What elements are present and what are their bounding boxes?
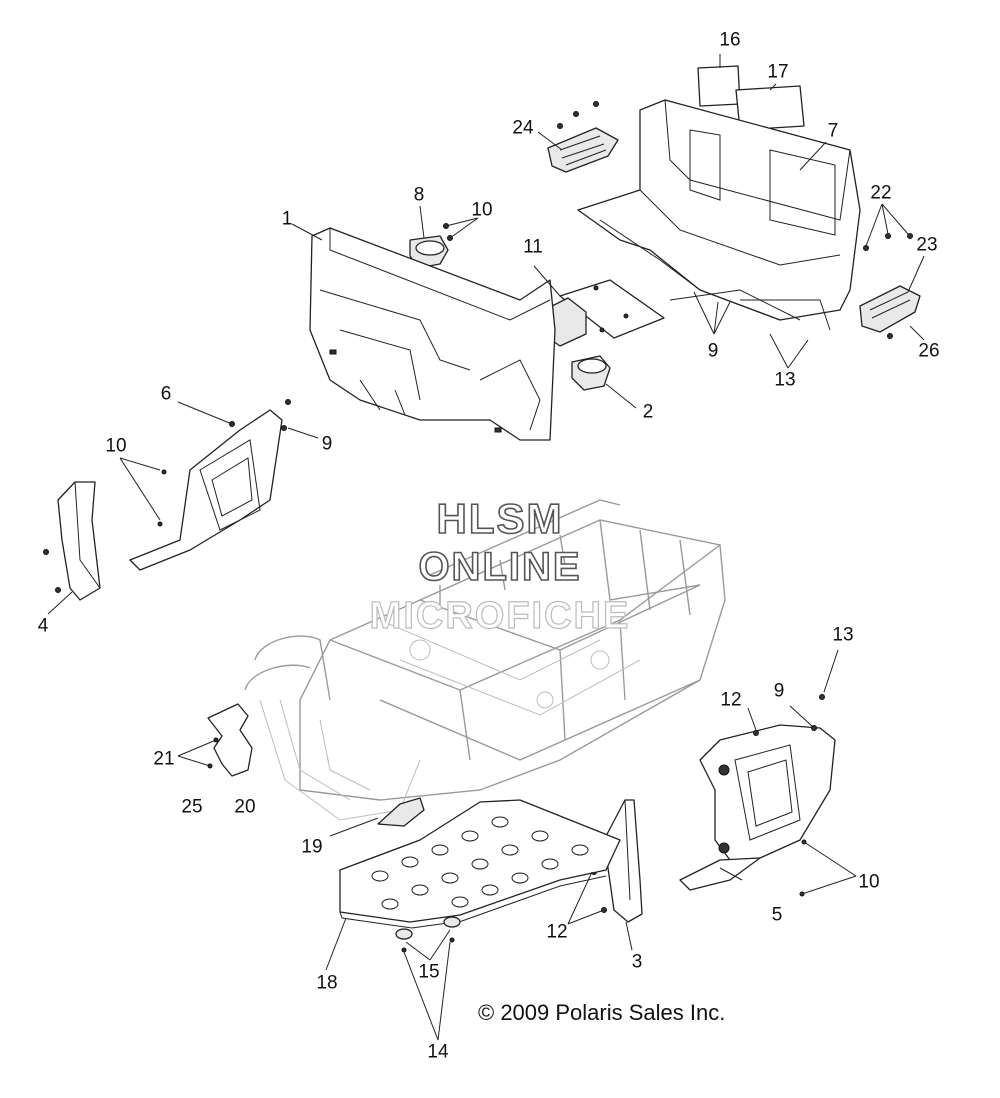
callout-23: 23 [916,234,938,256]
post-4 [43,481,101,601]
gasket-20 [207,703,253,777]
cup-holder-8 [409,223,453,269]
callout-25: 25 [181,796,203,818]
bracket-24 [547,101,619,173]
callout-21: 21 [153,748,175,770]
callout-8: 8 [413,184,425,206]
callout-13-right: 13 [832,624,854,646]
copyright-notice: © 2009 Polaris Sales Inc. [478,1000,726,1025]
callout-26: 26 [918,340,940,362]
callout-13-top: 13 [774,369,796,391]
callout-10-right: 10 [858,871,880,893]
cup-holder-2 [571,355,611,391]
callout-22: 22 [870,182,892,204]
callout-12-right: 12 [720,689,742,711]
watermark-line-1: HLSM [436,495,564,542]
callout-3: 3 [631,951,643,973]
post-3 [591,799,643,923]
side-frame-6 [129,399,291,571]
callout-19: 19 [301,836,323,858]
floor-panel-18 [339,799,621,953]
rear-panel-7 [577,99,861,331]
callout-15: 15 [418,961,440,983]
dash-panel-1 [309,227,556,441]
watermark-line-3: MICROFICHE [369,595,631,637]
callout-12-bottom: 12 [546,921,568,943]
callout-7: 7 [827,120,839,142]
decal-17 [735,85,805,131]
callout-6: 6 [160,383,172,405]
callout-17: 17 [767,61,789,83]
plate-11 [539,279,665,347]
leader-lines [47,54,925,1041]
callout-18: 18 [316,972,338,994]
callout-9-top: 9 [707,340,719,362]
callout-10-top: 10 [471,199,493,221]
side-frame-5 [679,694,836,897]
callout-4: 4 [37,615,49,637]
bracket-19 [377,797,425,827]
callout-20: 20 [234,796,256,818]
chassis-frame [244,499,726,821]
callout-16: 16 [719,29,741,51]
callout-10-left: 10 [105,435,127,457]
watermark-line-2: ONLINE [418,545,582,589]
callout-9-right: 9 [773,680,785,702]
callout-11: 11 [523,236,543,258]
decal-16 [697,65,741,107]
callout-24: 24 [512,117,534,139]
callout-14: 14 [427,1041,449,1063]
callout-1: 1 [281,208,293,230]
callout-9-left: 9 [321,433,333,455]
callout-5: 5 [771,904,783,926]
callout-2: 2 [642,401,654,423]
